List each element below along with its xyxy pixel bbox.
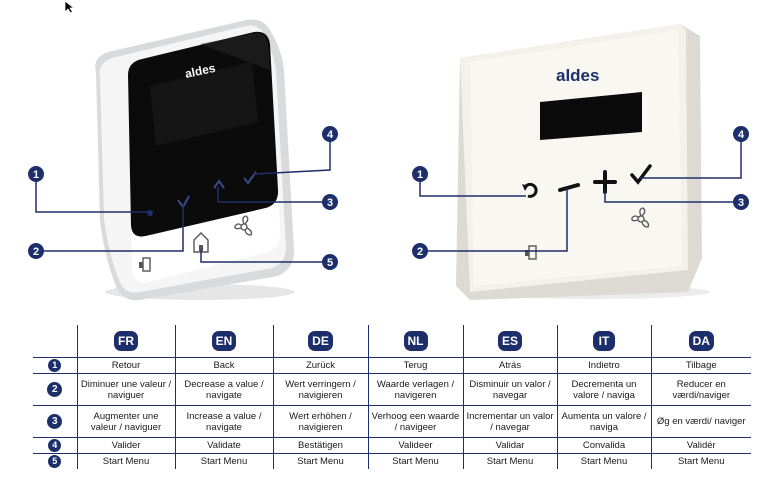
- lang-badge: IT: [593, 331, 615, 351]
- left-fan-icon: [234, 215, 253, 236]
- row-number-badge: 5: [48, 455, 62, 468]
- table-cell: Incrementar un valor / navegar: [462, 405, 558, 438]
- row-number-badge: 4: [48, 439, 62, 452]
- table-cell: Disminuir un valor / navegar: [462, 373, 558, 406]
- table-cell: Waarde verlagen / navigeren: [367, 373, 464, 406]
- lang-header-de: DE: [272, 325, 369, 358]
- left-callout-2: 2: [28, 243, 44, 259]
- table-cell: Wert erhöhen / navigieren: [272, 405, 369, 438]
- table-cell: Start Menu: [272, 453, 369, 469]
- table-cell: Validar: [462, 437, 558, 454]
- row-number-badge: 1: [48, 359, 62, 372]
- table-row: 5 Start Menu Start Menu Start Menu Start…: [33, 453, 751, 469]
- table-cell: Terug: [367, 357, 464, 374]
- mouse-cursor-icon: [64, 0, 76, 14]
- table-row: 3 Augmenter une valeur / naviguer Increa…: [33, 405, 751, 438]
- right-door-icon: [525, 245, 537, 260]
- lang-header-fr: FR: [76, 325, 176, 358]
- row-number-badge: 3: [47, 414, 63, 429]
- right-callout-1: 1: [412, 166, 428, 182]
- table-cell: Reducer en værdi/naviger: [650, 373, 751, 406]
- table-cell: Back: [174, 357, 274, 374]
- row-number-cell: 1: [33, 357, 78, 374]
- table-cell: Aumenta un valore / naviga: [556, 405, 652, 438]
- table-cell: Start Menu: [650, 453, 751, 469]
- svg-text:2: 2: [33, 246, 39, 258]
- table-cell: Start Menu: [174, 453, 274, 469]
- table-cell: Diminuer une valeur / naviguer: [76, 373, 176, 406]
- table-cell: Start Menu: [462, 453, 558, 469]
- table-cell: Wert verringern / navigieren: [272, 373, 369, 406]
- lang-badge: DA: [688, 331, 714, 351]
- device-illustration: aldes: [28, 19, 749, 301]
- table-cell: Convalida: [556, 437, 652, 454]
- row-number-cell: 2: [33, 373, 78, 406]
- left-callout-1: 1: [28, 166, 44, 182]
- table-cell: Start Menu: [556, 453, 652, 469]
- svg-text:3: 3: [327, 197, 333, 209]
- table-cell: Øg en værdi/ naviger: [650, 405, 751, 438]
- table-cell: Indietro: [556, 357, 652, 374]
- language-header-row: FR EN DE NL ES IT DA: [33, 325, 751, 358]
- translation-table: FR EN DE NL ES IT DA 1 Retour Back Zurüc…: [33, 325, 751, 469]
- svg-text:4: 4: [738, 129, 745, 141]
- left-callout-5: 5: [322, 254, 338, 270]
- svg-text:4: 4: [327, 129, 334, 141]
- table-cell: Start Menu: [367, 453, 464, 469]
- lang-header-da: DA: [650, 325, 751, 358]
- lang-badge: DE: [308, 331, 333, 351]
- lang-badge: ES: [497, 331, 522, 351]
- row-number-cell: 3: [33, 405, 78, 438]
- right-callout-2: 2: [412, 243, 428, 259]
- right-brand-logo: aldes: [556, 66, 599, 85]
- table-cell: Decrementa un valore / naviga: [556, 373, 652, 406]
- right-callout-3: 3: [733, 194, 749, 210]
- right-fan-icon: [631, 207, 650, 228]
- table-cell: Decrease a value / navigate: [174, 373, 274, 406]
- lang-header-en: EN: [174, 325, 274, 358]
- left-brand-logo: aldes: [184, 61, 217, 81]
- left-door-icon: [139, 257, 151, 272]
- left-callout-3: 3: [322, 194, 338, 210]
- table-cell: Valider: [76, 437, 176, 454]
- row-number-cell: 5: [33, 453, 78, 469]
- table-cell: Start Menu: [76, 453, 176, 469]
- table-cell: Validér: [650, 437, 751, 454]
- table-row: 4 Valider Validate Bestätigen Valideer V…: [33, 437, 751, 454]
- lang-badge: FR: [114, 331, 138, 351]
- row-number-cell: 4: [33, 437, 78, 454]
- table-cell: Bestätigen: [272, 437, 369, 454]
- lang-badge: EN: [211, 331, 237, 351]
- table-row: 2 Diminuer une valeur / naviguer Decreas…: [33, 373, 751, 406]
- lang-badge: NL: [403, 331, 428, 351]
- table-cell: Augmenter une valeur / naviguer: [76, 405, 176, 438]
- table-cell: Atrás: [462, 357, 558, 374]
- svg-text:1: 1: [417, 169, 423, 181]
- svg-text:5: 5: [327, 257, 333, 269]
- lang-header-it: IT: [556, 325, 652, 358]
- table-cell: Validate: [174, 437, 274, 454]
- svg-text:3: 3: [738, 197, 744, 209]
- table-cell: Zurück: [272, 357, 369, 374]
- table-cell: Increase a value / navigate: [174, 405, 274, 438]
- svg-text:1: 1: [33, 169, 39, 181]
- lang-header-es: ES: [462, 325, 558, 358]
- right-callout-4: 4: [733, 126, 749, 142]
- left-home-icon: [193, 232, 209, 253]
- table-row: 1 Retour Back Zurück Terug Atrás Indietr…: [33, 357, 751, 374]
- table-cell: Retour: [76, 357, 176, 374]
- left-device: aldes: [28, 19, 338, 301]
- table-cell: Tilbage: [650, 357, 751, 374]
- right-device: aldes: [412, 24, 749, 300]
- left-callout-4: 4: [322, 126, 338, 142]
- table-cell: Verhoog een waarde / navigeer: [367, 405, 464, 438]
- table-cell: Valideer: [367, 437, 464, 454]
- header-empty-cell: [33, 325, 78, 358]
- svg-text:2: 2: [417, 246, 423, 258]
- row-number-badge: 2: [47, 382, 63, 397]
- lang-header-nl: NL: [367, 325, 464, 358]
